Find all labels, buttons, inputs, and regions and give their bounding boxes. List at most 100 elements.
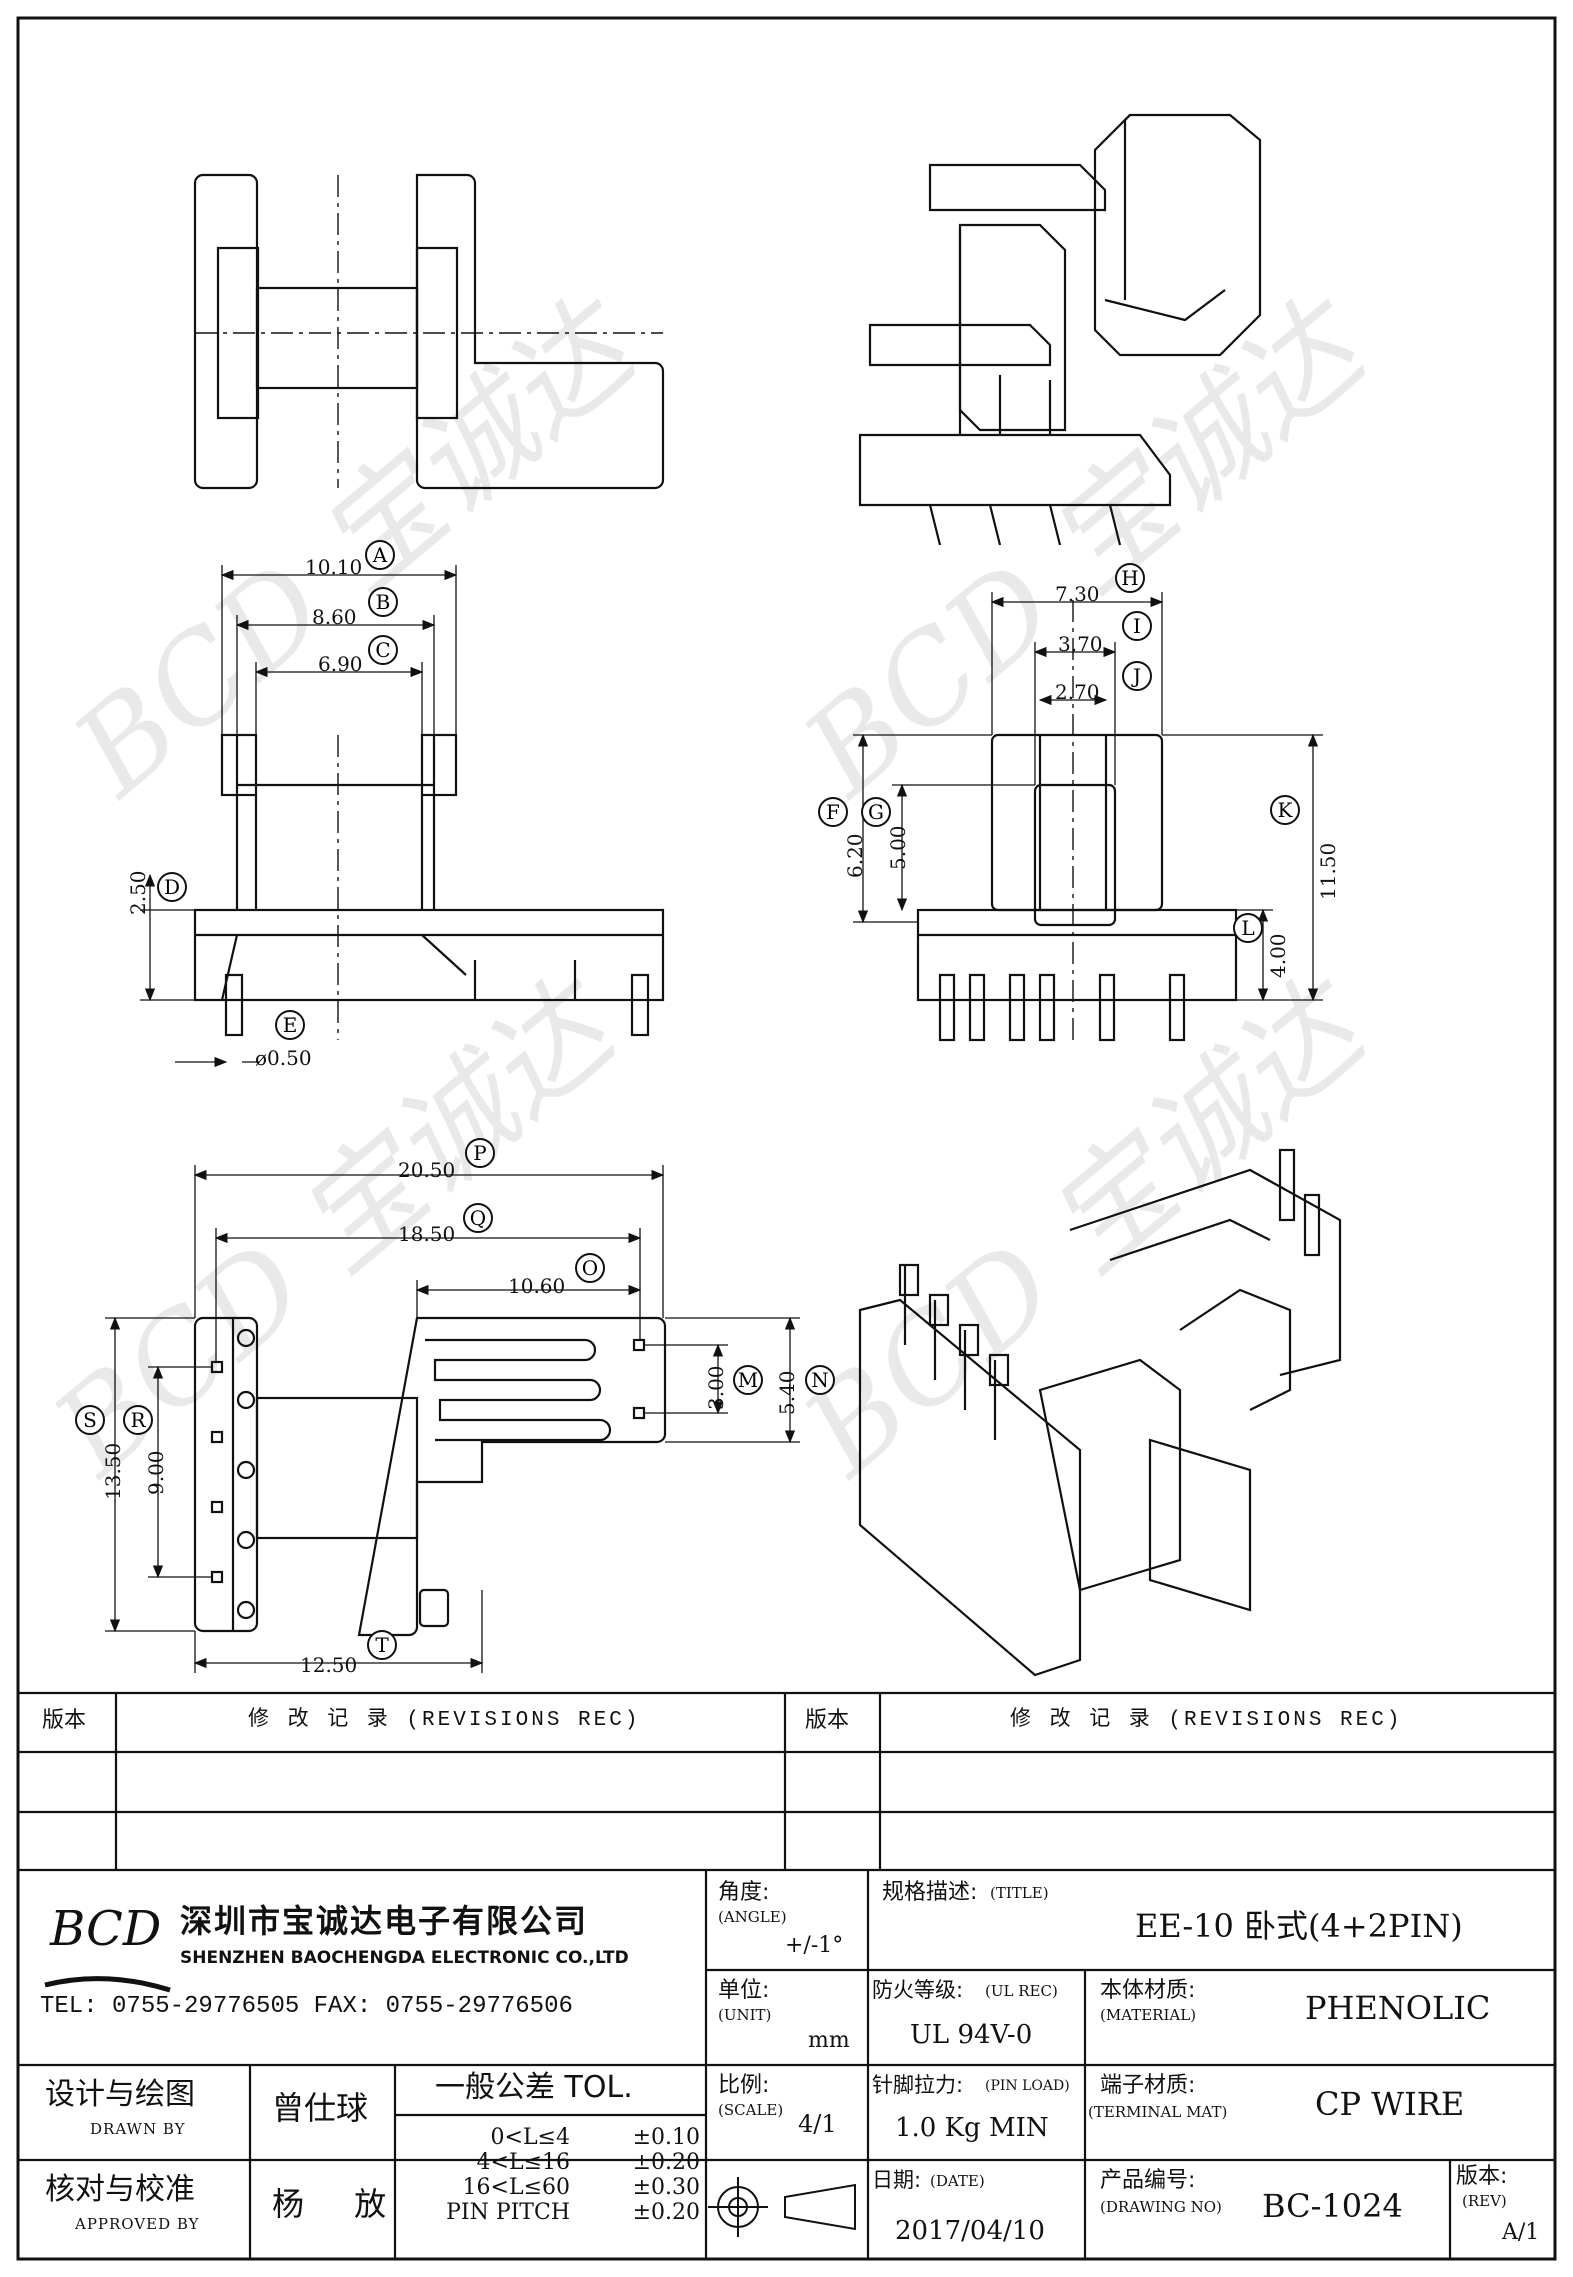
dim-m-value: 3.00 <box>704 1365 728 1410</box>
dim-bubble-p: P <box>465 1138 495 1168</box>
svg-text:O: O <box>582 1256 598 1280</box>
tolerance-range: PIN PITCH <box>446 2200 570 2225</box>
angle-label-en: (ANGLE) <box>718 1908 787 1926</box>
tolerance-range: 0<L≤4 <box>490 2125 570 2150</box>
rev-col-version-right: 版本 <box>805 1708 850 1733</box>
dim-o-value: 10.60 <box>508 1274 566 1298</box>
drawing-no-value: BC-1024 <box>1262 2187 1403 2225</box>
dim-bubble-g: G <box>861 797 891 827</box>
iso-view-bottom <box>858 1148 1342 1677</box>
dim-e-value: ø0.50 <box>255 1046 312 1070</box>
title-block-grid <box>18 1691 1555 2259</box>
date-label-en: (DATE) <box>930 2172 985 2190</box>
dim-bubble-m: M <box>733 1365 763 1395</box>
dim-t-value: 12.50 <box>300 1653 358 1677</box>
dim-bubble-d: D <box>157 872 187 902</box>
pin-load-label-en: (PIN LOAD) <box>985 2078 1070 2094</box>
material-value: PHENOLIC <box>1305 1989 1491 2027</box>
dim-i-value: 3.70 <box>1058 632 1103 656</box>
svg-text:M: M <box>738 1368 758 1392</box>
approved-value: 杨 放 <box>272 2185 407 2223</box>
fire-value: UL 94V-0 <box>910 2020 1033 2050</box>
svg-text:E: E <box>283 1013 298 1037</box>
rev-col-version-left: 版本 <box>42 1708 87 1733</box>
company-logo: BCD <box>50 1901 162 1957</box>
material-label-en: (MATERIAL) <box>1100 2006 1197 2024</box>
front-view-outline <box>193 733 665 1040</box>
scale-label-en: (SCALE) <box>718 2101 784 2119</box>
svg-text:T: T <box>375 1633 389 1657</box>
tolerance-row: PIN PITCH ±0.20 <box>405 2200 700 2225</box>
terminal-value: CP WIRE <box>1315 2085 1465 2123</box>
company-name-en: SHENZHEN BAOCHENGDA ELECTRONIC CO.,LTD <box>180 1948 629 1968</box>
tolerance-title: 一般公差 TOL. <box>435 2070 633 2105</box>
pin-load-label: 针脚拉力: <box>872 2073 964 2097</box>
dim-bubble-b: B <box>368 587 398 617</box>
logo-swoosh-icon <box>44 1976 171 1993</box>
tolerance-value: ±0.20 <box>632 2200 700 2225</box>
rev-label-en: (REV) <box>1462 2192 1507 2210</box>
fire-label: 防火等级: <box>872 1978 964 2002</box>
dim-bubble-j: J <box>1122 661 1152 691</box>
tolerance-row: 0<L≤4 ±0.10 <box>405 2125 700 2150</box>
dim-f-value: 6.20 <box>843 833 867 878</box>
top-view-outline <box>193 173 665 490</box>
front-view-dimensions <box>140 565 458 1068</box>
spec-label: 规格描述: <box>882 1880 978 1905</box>
iso-view-top <box>858 113 1262 546</box>
svg-text:G: G <box>868 800 884 824</box>
dim-bubble-o: O <box>575 1253 605 1283</box>
angle-label: 角度: <box>718 1880 770 1905</box>
svg-text:C: C <box>375 638 390 662</box>
tolerance-value: ±0.10 <box>632 2125 700 2150</box>
svg-text:BCD 宝诚达: BCD 宝诚达 <box>48 272 667 823</box>
svg-text:D: D <box>164 875 180 899</box>
tolerance-row: 16<L≤60 ±0.30 <box>405 2175 700 2200</box>
dim-s-value: 13.50 <box>101 1442 125 1500</box>
spec-label-en: (TITLE) <box>990 1884 1049 1902</box>
dim-a-value: 10.10 <box>305 555 363 579</box>
dim-bubble-q: Q <box>463 1203 493 1233</box>
company-contact: TEL: 0755-29776505 FAX: 0755-29776506 <box>40 1993 573 2020</box>
dim-l-value: 4.00 <box>1266 933 1290 978</box>
dim-bubble-f: F <box>818 797 848 827</box>
scale-label: 比例: <box>718 2073 770 2098</box>
rev-col-record-right: 修 改 记 录 (REVISIONS REC) <box>1010 1709 1403 1732</box>
dim-bubble-h: H <box>1115 563 1145 593</box>
svg-text:A: A <box>372 543 388 567</box>
dim-bubble-r: R <box>123 1405 153 1435</box>
unit-label: 单位: <box>718 1978 770 2003</box>
svg-text:B: B <box>376 590 391 614</box>
terminal-label-en: (TERMINAL MAT) <box>1088 2103 1228 2121</box>
dim-k-value: 11.50 <box>1316 842 1340 900</box>
drawn-value: 曾仕球 <box>272 2089 369 2127</box>
dim-c-value: 6.90 <box>318 652 363 676</box>
dim-bubble-k: K <box>1270 795 1300 825</box>
rev-col-record-left: 修 改 记 录 (REVISIONS REC) <box>248 1709 641 1732</box>
dim-h-value: 7.30 <box>1055 582 1100 606</box>
rev-value: A/1 <box>1502 2220 1540 2245</box>
drawn-label-en: DRAWN BY <box>90 2120 186 2138</box>
svg-text:H: H <box>1121 566 1138 590</box>
dim-r-value: 9.00 <box>144 1450 168 1495</box>
side-view-dimensions <box>853 592 1323 1002</box>
svg-text:F: F <box>826 800 840 824</box>
tolerance-range: 4<L≤16 <box>476 2150 570 2175</box>
spec-value: EE-10 卧式(4+2PIN) <box>1135 1907 1463 1945</box>
company-name-cn: 深圳市宝诚达电子有限公司 <box>180 1902 589 1940</box>
svg-text:L: L <box>1241 916 1254 940</box>
dim-bubble-c: C <box>368 635 398 665</box>
dim-j-value: 2.70 <box>1055 680 1100 704</box>
dim-bubble-e: E <box>275 1010 305 1040</box>
date-label: 日期: <box>872 2168 922 2192</box>
svg-text:R: R <box>130 1408 146 1432</box>
dim-n-value: 5.40 <box>775 1370 799 1415</box>
dim-bubble-l: L <box>1233 913 1263 943</box>
dim-p-value: 20.50 <box>398 1158 456 1182</box>
date-value: 2017/04/10 <box>895 2216 1045 2246</box>
svg-text:J: J <box>1131 664 1141 688</box>
svg-text:K: K <box>1278 798 1294 822</box>
tolerance-table: 0<L≤4 ±0.10 4<L≤16 ±0.20 16<L≤60 ±0.30 P… <box>405 2125 700 2225</box>
drawing-no-label-en: (DRAWING NO) <box>1100 2198 1222 2216</box>
